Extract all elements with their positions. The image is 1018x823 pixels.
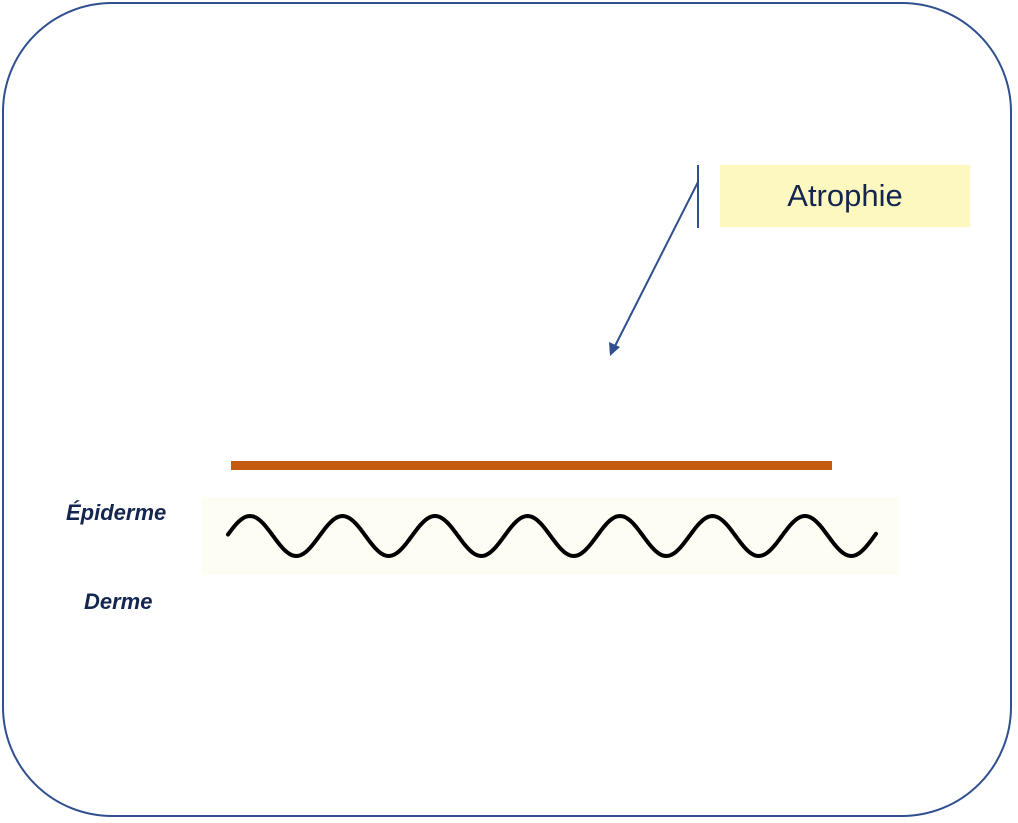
epidermis-label: Épiderme <box>66 500 167 525</box>
callout-label: Atrophie <box>787 178 903 213</box>
arrow-head-icon <box>609 342 620 356</box>
dermis-label: Derme <box>84 589 153 614</box>
dermo-epidermal-junction-wave <box>226 513 878 559</box>
atrophy-bar <box>231 461 832 470</box>
arrow-line <box>613 181 699 349</box>
atrophy-callout: Atrophie <box>720 165 970 227</box>
